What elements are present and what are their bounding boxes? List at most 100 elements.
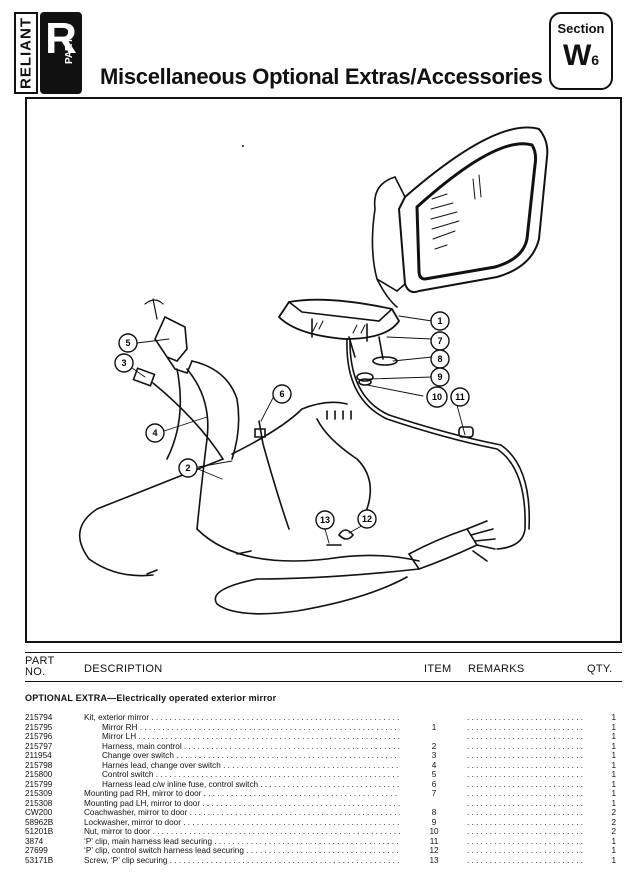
table-row: 215308 Mounting pad LH, mirror to door 1 bbox=[0, 799, 642, 809]
callout-6: 6 bbox=[272, 384, 292, 404]
svg-text:7: 7 bbox=[437, 336, 442, 346]
callout-3: 3 bbox=[114, 353, 134, 373]
quantity: 1 bbox=[611, 722, 616, 732]
item-number: 4 bbox=[431, 760, 437, 770]
quantity: 1 bbox=[611, 760, 616, 770]
part-number: 215797 bbox=[25, 741, 53, 751]
connector-block bbox=[407, 528, 479, 570]
reliant-logo-text: RELIANT bbox=[14, 12, 38, 94]
quantity: 2 bbox=[611, 827, 616, 836]
quantity: 1 bbox=[611, 713, 616, 722]
col-qty: QTY. bbox=[587, 663, 613, 675]
quantity: 1 bbox=[611, 789, 616, 798]
item-number: 3 bbox=[431, 751, 437, 760]
part-number: 215795 bbox=[25, 722, 53, 732]
remarks bbox=[467, 856, 584, 866]
remarks bbox=[467, 827, 584, 837]
item-number: 5 bbox=[431, 770, 437, 779]
quantity: 2 bbox=[611, 817, 616, 827]
item-number: 6 bbox=[431, 779, 437, 789]
item-number: 12 bbox=[429, 846, 439, 855]
reliant-r-logo: R PART bbox=[40, 12, 82, 94]
mirror-glass bbox=[415, 142, 538, 281]
description: Mounting pad RH, mirror to door bbox=[84, 789, 400, 799]
table-row: 51201B Nut, mirror to door 10 2 bbox=[0, 827, 642, 837]
svg-text:8: 8 bbox=[437, 354, 442, 364]
fuse-lead bbox=[254, 420, 290, 530]
description: Mounting pad LH, mirror to door bbox=[84, 799, 400, 809]
svg-text:5: 5 bbox=[125, 338, 130, 348]
callout-11: 11 bbox=[450, 387, 470, 407]
remarks bbox=[467, 770, 584, 780]
quantity: 1 bbox=[611, 846, 616, 855]
svg-text:13: 13 bbox=[320, 515, 330, 525]
part-number: 215794 bbox=[25, 713, 53, 722]
rule-top bbox=[25, 652, 622, 653]
description: Harness lead c/w inline fuse, control sw… bbox=[102, 780, 400, 790]
description: Change over switch bbox=[102, 751, 400, 761]
section-badge: Section W6 bbox=[549, 12, 613, 90]
part-number: 215796 bbox=[25, 732, 53, 741]
callout-12: 12 bbox=[357, 509, 377, 529]
table-row: 3874‘P’ clip, main harness lead securing… bbox=[0, 837, 642, 847]
item-number: 13 bbox=[429, 855, 439, 865]
callout-9: 9 bbox=[430, 367, 450, 387]
remarks bbox=[467, 751, 584, 761]
part-number: 215308 bbox=[25, 798, 53, 808]
mirror-cable bbox=[346, 338, 526, 550]
part-number: 51201B bbox=[25, 827, 54, 836]
part-number: 215309 bbox=[25, 789, 53, 798]
callout-10: 10 bbox=[426, 386, 448, 408]
col-description: DESCRIPTION bbox=[84, 663, 163, 675]
control-switch bbox=[154, 315, 188, 362]
quantity: 1 bbox=[611, 751, 616, 760]
callout-8: 8 bbox=[430, 349, 450, 369]
item-number: 9 bbox=[431, 817, 437, 827]
remarks bbox=[467, 837, 584, 847]
col-remarks: REMARKS bbox=[468, 663, 525, 675]
remarks bbox=[467, 818, 584, 828]
remarks bbox=[467, 789, 584, 799]
quantity: 1 bbox=[611, 732, 616, 741]
callout-7: 7 bbox=[430, 331, 450, 351]
quantity: 1 bbox=[611, 855, 616, 865]
remarks bbox=[467, 780, 584, 790]
callout-5: 5 bbox=[118, 333, 138, 353]
part-number: 58962B bbox=[25, 817, 54, 827]
quantity: 1 bbox=[611, 770, 616, 779]
p-clip-12 bbox=[337, 529, 355, 540]
description: ‘P’ clip, control switch harness lead se… bbox=[84, 846, 400, 856]
remarks bbox=[467, 799, 584, 809]
main-harness bbox=[78, 401, 420, 577]
quantity: 1 bbox=[611, 798, 616, 808]
item-number: 1 bbox=[431, 722, 437, 732]
exploded-diagram: 1 7 8 9 10 11 5 3 6 4 2 13 12 bbox=[25, 97, 622, 643]
remarks bbox=[467, 761, 584, 771]
part-number: 215799 bbox=[25, 779, 53, 789]
item-number: 2 bbox=[431, 741, 437, 751]
svg-text:4: 4 bbox=[152, 428, 157, 438]
remarks bbox=[467, 713, 584, 723]
item-number: 8 bbox=[431, 808, 437, 817]
part-number: 53171B bbox=[25, 855, 54, 865]
p-clip-11 bbox=[458, 426, 474, 438]
part-number: CW200 bbox=[25, 808, 53, 817]
description: Coachwasher, mirror to door bbox=[84, 808, 400, 818]
item-number: 10 bbox=[429, 827, 439, 836]
remarks bbox=[467, 808, 584, 818]
mirror-reflection bbox=[430, 174, 482, 250]
section-label: Section bbox=[557, 21, 605, 36]
description: Kit, exterior mirror bbox=[84, 713, 400, 723]
group-title: OPTIONAL EXTRA—Electrically operated ext… bbox=[25, 693, 277, 703]
page-title: Miscellaneous Optional Extras/Accessorie… bbox=[100, 64, 543, 89]
description: Nut, mirror to door bbox=[84, 827, 400, 837]
part-number: 27699 bbox=[25, 846, 48, 855]
switch-wires bbox=[152, 360, 240, 530]
